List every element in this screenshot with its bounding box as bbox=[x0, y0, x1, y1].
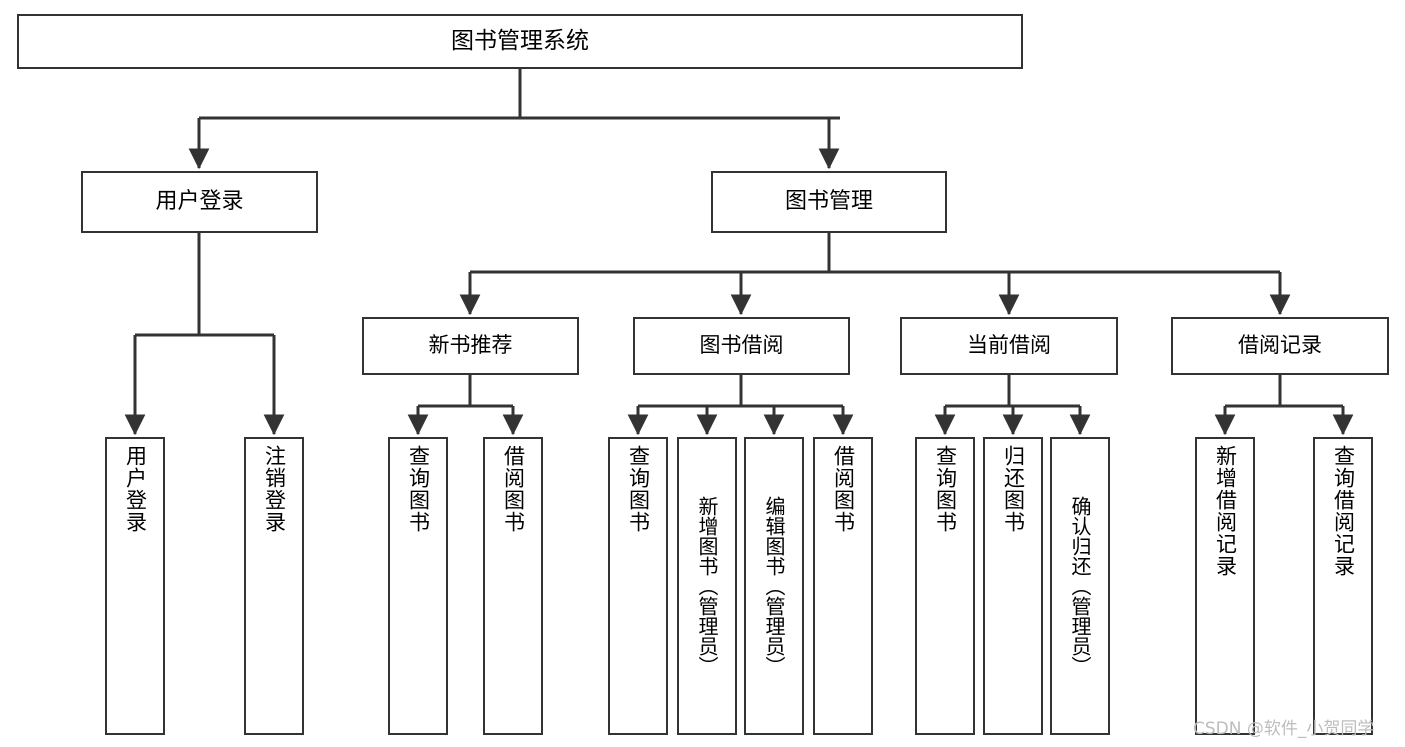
watermark-text: CSDN @软件_小贺同学 bbox=[1193, 719, 1375, 739]
node-label: 确认归还（管理员） bbox=[1068, 496, 1092, 676]
leaf-query-books-current[interactable]: 查询图书 bbox=[915, 437, 975, 735]
leaf-borrow-books-recommend[interactable]: 借阅图书 bbox=[483, 437, 543, 735]
node-label: 查询图书 bbox=[626, 445, 651, 533]
leaf-logout[interactable]: 注销登录 bbox=[244, 437, 304, 735]
node-book-borrow[interactable]: 图书借阅 bbox=[633, 317, 850, 375]
leaf-lend-book[interactable]: 借阅图书 bbox=[813, 437, 873, 735]
node-label: 查询图书 bbox=[933, 445, 958, 533]
node-label: 注销登录 bbox=[262, 445, 287, 533]
node-label: 图书借阅 bbox=[699, 333, 784, 358]
node-label: 图书管理系统 bbox=[451, 27, 589, 54]
node-label: 用户登录 bbox=[155, 188, 244, 214]
node-label: 新增图书（管理员） bbox=[695, 496, 719, 676]
node-label: 查询借阅记录 bbox=[1331, 445, 1356, 577]
leaf-user-login[interactable]: 用户登录 bbox=[105, 437, 165, 735]
leaf-confirm-return-admin[interactable]: 确认归还（管理员） bbox=[1050, 437, 1110, 735]
leaf-query-borrow-record[interactable]: 查询借阅记录 bbox=[1313, 437, 1373, 735]
node-label: 当前借阅 bbox=[967, 333, 1051, 358]
node-root-system[interactable]: 图书管理系统 bbox=[17, 14, 1023, 69]
node-label: 查询图书 bbox=[406, 445, 431, 533]
node-label: 新增借阅记录 bbox=[1213, 445, 1238, 577]
node-label: 编辑图书（管理员） bbox=[762, 496, 786, 676]
node-label: 新书推荐 bbox=[428, 333, 513, 358]
leaf-query-books-borrow[interactable]: 查询图书 bbox=[608, 437, 668, 735]
node-book-management[interactable]: 图书管理 bbox=[711, 171, 947, 233]
node-new-book-recommend[interactable]: 新书推荐 bbox=[362, 317, 579, 375]
node-label: 借阅图书 bbox=[501, 445, 526, 533]
node-user-login[interactable]: 用户登录 bbox=[81, 171, 318, 233]
node-current-borrow[interactable]: 当前借阅 bbox=[900, 317, 1118, 375]
leaf-add-book-admin[interactable]: 新增图书（管理员） bbox=[677, 437, 737, 735]
node-label: 用户登录 bbox=[123, 445, 148, 533]
leaf-edit-book-admin[interactable]: 编辑图书（管理员） bbox=[744, 437, 804, 735]
node-label: 借阅记录 bbox=[1238, 333, 1322, 358]
leaf-return-book[interactable]: 归还图书 bbox=[983, 437, 1043, 735]
node-borrow-records[interactable]: 借阅记录 bbox=[1171, 317, 1389, 375]
leaf-query-books-recommend[interactable]: 查询图书 bbox=[388, 437, 448, 735]
leaf-add-borrow-record[interactable]: 新增借阅记录 bbox=[1195, 437, 1255, 735]
node-label: 归还图书 bbox=[1001, 445, 1026, 533]
node-label: 借阅图书 bbox=[831, 445, 856, 533]
node-label: 图书管理 bbox=[784, 188, 873, 214]
